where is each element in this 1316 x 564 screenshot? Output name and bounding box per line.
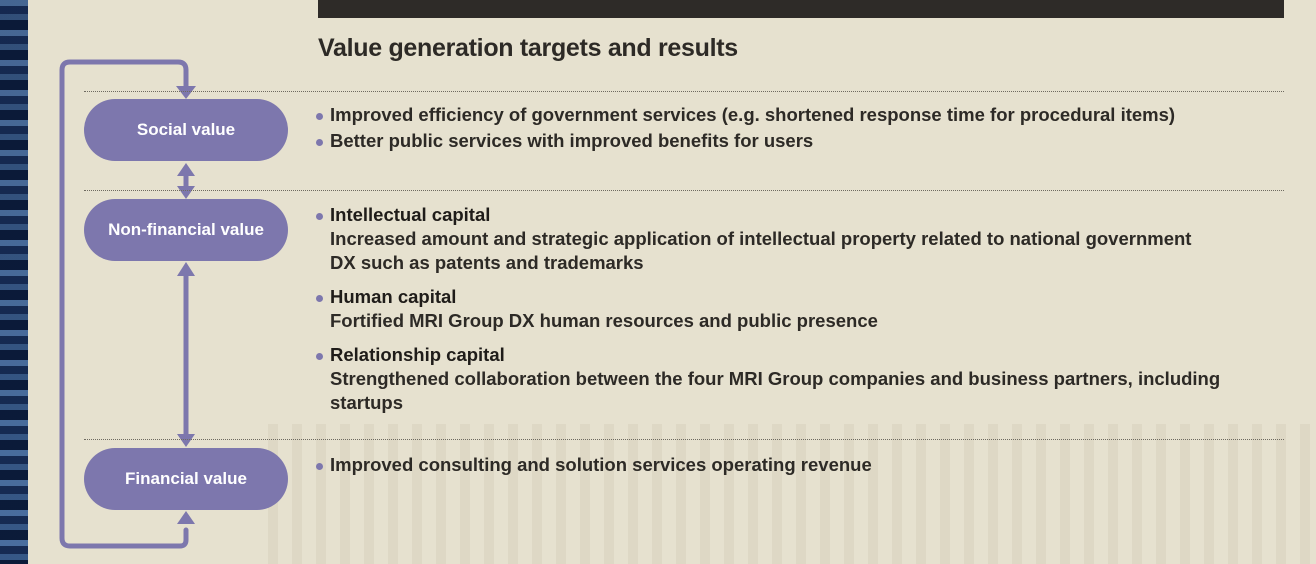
feedback-loop-line xyxy=(59,59,189,549)
item-description: Increased amount and strategic applicati… xyxy=(330,228,1192,273)
list-item: Relationship capital Strengthened collab… xyxy=(314,343,1290,415)
arrow-up-social-icon xyxy=(177,163,195,176)
arrow-into-social-icon xyxy=(176,86,196,99)
arrow-up-nonfinancial-icon xyxy=(177,262,195,276)
arrow-down-nonfinancial-icon xyxy=(177,186,195,199)
bullet-icon xyxy=(316,139,323,146)
divider-nonfinancial xyxy=(84,439,1284,440)
nonfinancial-value-list: Intellectual capital Increased amount an… xyxy=(314,203,1220,415)
item-title: Intellectual capital xyxy=(330,204,491,225)
social-item-text: Better public services with improved ben… xyxy=(330,130,814,151)
arrow-down-financial-icon xyxy=(177,434,195,447)
financial-item-text: Improved consulting and solution service… xyxy=(330,454,872,475)
background-image-strip xyxy=(0,0,28,564)
item-title: Human capital xyxy=(330,286,457,307)
item-description: Strengthened collaboration between the f… xyxy=(330,368,1221,413)
list-item: Intellectual capital Increased amount an… xyxy=(314,203,1214,275)
item-title: Relationship capital xyxy=(330,344,505,365)
list-item: Improved efficiency of government servic… xyxy=(314,103,1294,127)
social-item-text: Improved efficiency of government servic… xyxy=(330,104,1176,125)
list-item: Human capital Fortified MRI Group DX hum… xyxy=(314,285,1214,333)
nonfinancial-value-pill: Non-financial value xyxy=(84,199,288,261)
social-value-list: Improved efficiency of government servic… xyxy=(314,103,1294,153)
bullet-icon xyxy=(316,295,323,302)
bullet-icon xyxy=(316,213,323,220)
bullet-icon xyxy=(316,353,323,360)
top-bar xyxy=(318,0,1284,18)
arrow-up-loop-icon xyxy=(177,511,195,524)
divider-social xyxy=(84,190,1284,191)
item-description: Fortified MRI Group DX human resources a… xyxy=(330,310,878,331)
list-item: Better public services with improved ben… xyxy=(314,129,1294,153)
financial-value-list: Improved consulting and solution service… xyxy=(314,453,1294,477)
financial-value-pill: Financial value xyxy=(84,448,288,510)
page-title: Value generation targets and results xyxy=(318,34,738,62)
bullet-icon xyxy=(316,463,323,470)
bullet-icon xyxy=(316,113,323,120)
list-item: Improved consulting and solution service… xyxy=(314,453,1294,477)
divider-top xyxy=(84,91,1284,92)
social-value-pill: Social value xyxy=(84,99,288,161)
